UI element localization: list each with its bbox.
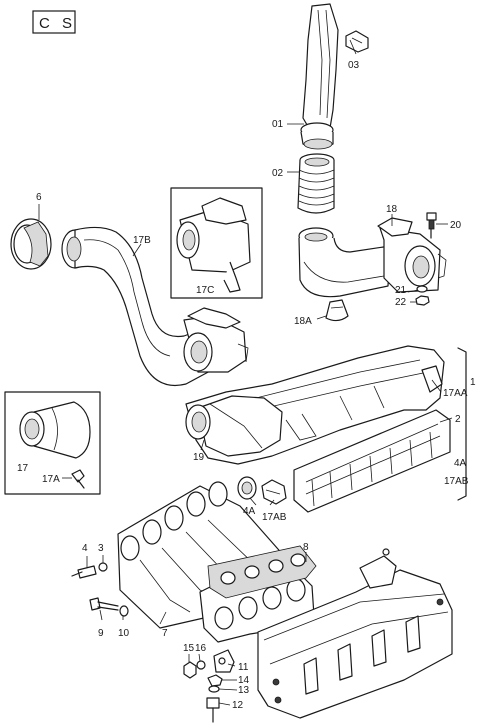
clamp-17AB [261, 479, 287, 505]
label-17AB-mid: 17AB [262, 512, 287, 523]
label-10: 10 [118, 628, 130, 639]
label-11: 11 [238, 662, 249, 673]
label-16: 16 [195, 643, 207, 654]
label-20: 20 [450, 220, 462, 231]
stud-4 [71, 565, 97, 579]
label-17AB-right: 17AB [444, 476, 469, 487]
elbow-housing-18 [298, 217, 447, 298]
label-18A: 18A [294, 316, 312, 327]
label-17: 17 [17, 463, 29, 474]
label-03: 03 [348, 60, 360, 71]
nut-15 [183, 661, 197, 679]
label-19: 19 [193, 452, 205, 463]
label-18: 18 [386, 204, 398, 215]
washer-3 [98, 562, 108, 572]
label-6: 6 [36, 192, 42, 203]
label-17B: 17B [133, 235, 151, 246]
cylinder-head [257, 548, 453, 719]
label-4A-right: 4A [454, 458, 467, 469]
sensor-20 [426, 212, 437, 239]
label-8: 8 [303, 542, 309, 553]
bracket-11 [213, 649, 235, 673]
bolt-12 [206, 697, 220, 723]
label-2: 2 [455, 414, 461, 425]
washer-16 [196, 660, 206, 670]
label-17AA: 17AA [443, 388, 468, 399]
label-22: 22 [395, 297, 407, 308]
corner-code: C S [39, 15, 76, 32]
label-13: 13 [238, 685, 250, 696]
washer-13 [208, 685, 220, 693]
label-21: 21 [395, 285, 407, 296]
intake-hose-17B [61, 226, 249, 386]
intake-duct-01 [300, 3, 339, 150]
washer-10 [119, 605, 129, 617]
nut-14 [207, 674, 223, 687]
seal-4A [237, 476, 257, 500]
part-labels: 03 01 02 6 17B 18 20 17C 21 22 18A 1 17A… [17, 60, 476, 711]
bolt-9 [89, 597, 119, 611]
label-01: 01 [272, 119, 284, 130]
label-15: 15 [183, 643, 195, 654]
label-17A: 17A [42, 474, 60, 485]
bolt-17A [71, 469, 85, 489]
label-4A-mid: 4A [243, 506, 256, 517]
filter-element-2 [293, 409, 451, 513]
bellows-hose-02 [297, 153, 335, 214]
leader-lines [38, 39, 453, 706]
label-02: 02 [272, 168, 284, 179]
label-7: 7 [162, 628, 168, 639]
adapter-17-frame [4, 391, 101, 495]
clip-03 [345, 30, 369, 53]
nut-22 [415, 295, 430, 306]
grommet-18A [325, 299, 349, 322]
label-1: 1 [470, 377, 476, 388]
seal-ring-6 [10, 218, 52, 270]
corner-code-box: C S [32, 10, 76, 34]
washer-21 [416, 285, 428, 293]
connector-17C-frame [170, 187, 263, 299]
label-4: 4 [82, 543, 88, 554]
label-17C: 17C [196, 285, 214, 296]
gasket-8 [207, 545, 317, 599]
label-12: 12 [232, 700, 244, 711]
label-3: 3 [98, 543, 104, 554]
label-9: 9 [98, 628, 104, 639]
air-cleaner-housing-1 [185, 345, 445, 465]
label-14: 14 [238, 675, 250, 686]
part-1-bracket [457, 347, 467, 501]
